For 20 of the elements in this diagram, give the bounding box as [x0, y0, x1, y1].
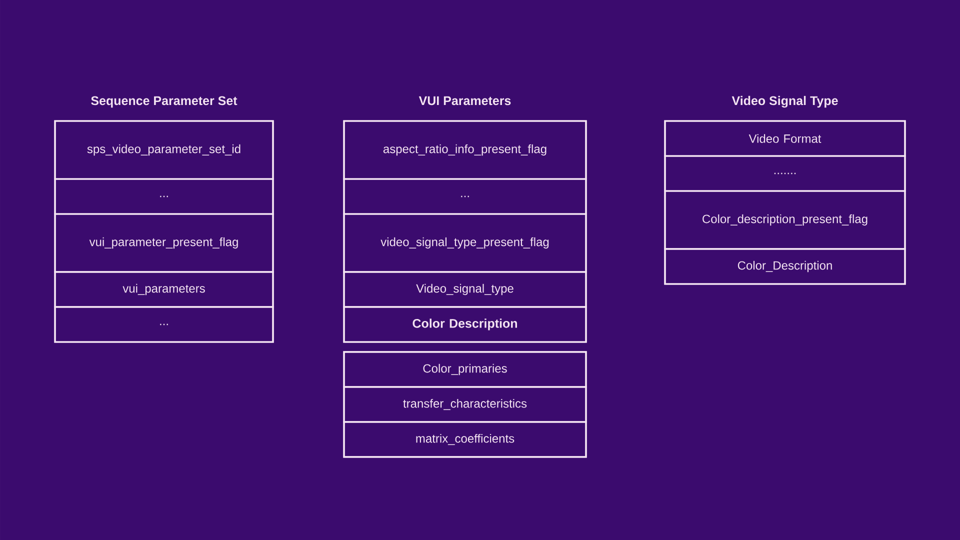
table-cell: ...	[54, 178, 274, 215]
table-cell: Video_signal_type	[343, 271, 587, 308]
table-cell: matrix_coefficients	[343, 421, 587, 458]
table-cell: vui_parameters	[54, 271, 274, 308]
table-cell: Color_primaries	[343, 351, 587, 388]
table-cell: Color Description	[343, 306, 587, 343]
table-cell: .......	[664, 155, 906, 192]
table-heading: Sequence Parameter Set	[91, 96, 238, 108]
table-cell: video_signal_type_present_flag	[343, 213, 587, 273]
table-heading: Video Signal Type	[732, 96, 838, 108]
table-cell: Video Format	[664, 120, 906, 157]
table-cell: aspect_ratio_info_present_flag	[343, 120, 587, 180]
table-cell: transfer_characteristics	[343, 386, 587, 423]
table-cell: ...	[54, 306, 274, 343]
table-cell: Color_description_present_flag	[664, 190, 906, 250]
table-heading: VUI Parameters	[418, 96, 511, 106]
table-cell: sps_video_parameter_set_id	[54, 120, 274, 180]
table-cell: ...	[343, 178, 587, 215]
table-cell: Color_Description	[664, 248, 906, 285]
table-cell: vui_parameter_present_flag	[54, 213, 274, 273]
